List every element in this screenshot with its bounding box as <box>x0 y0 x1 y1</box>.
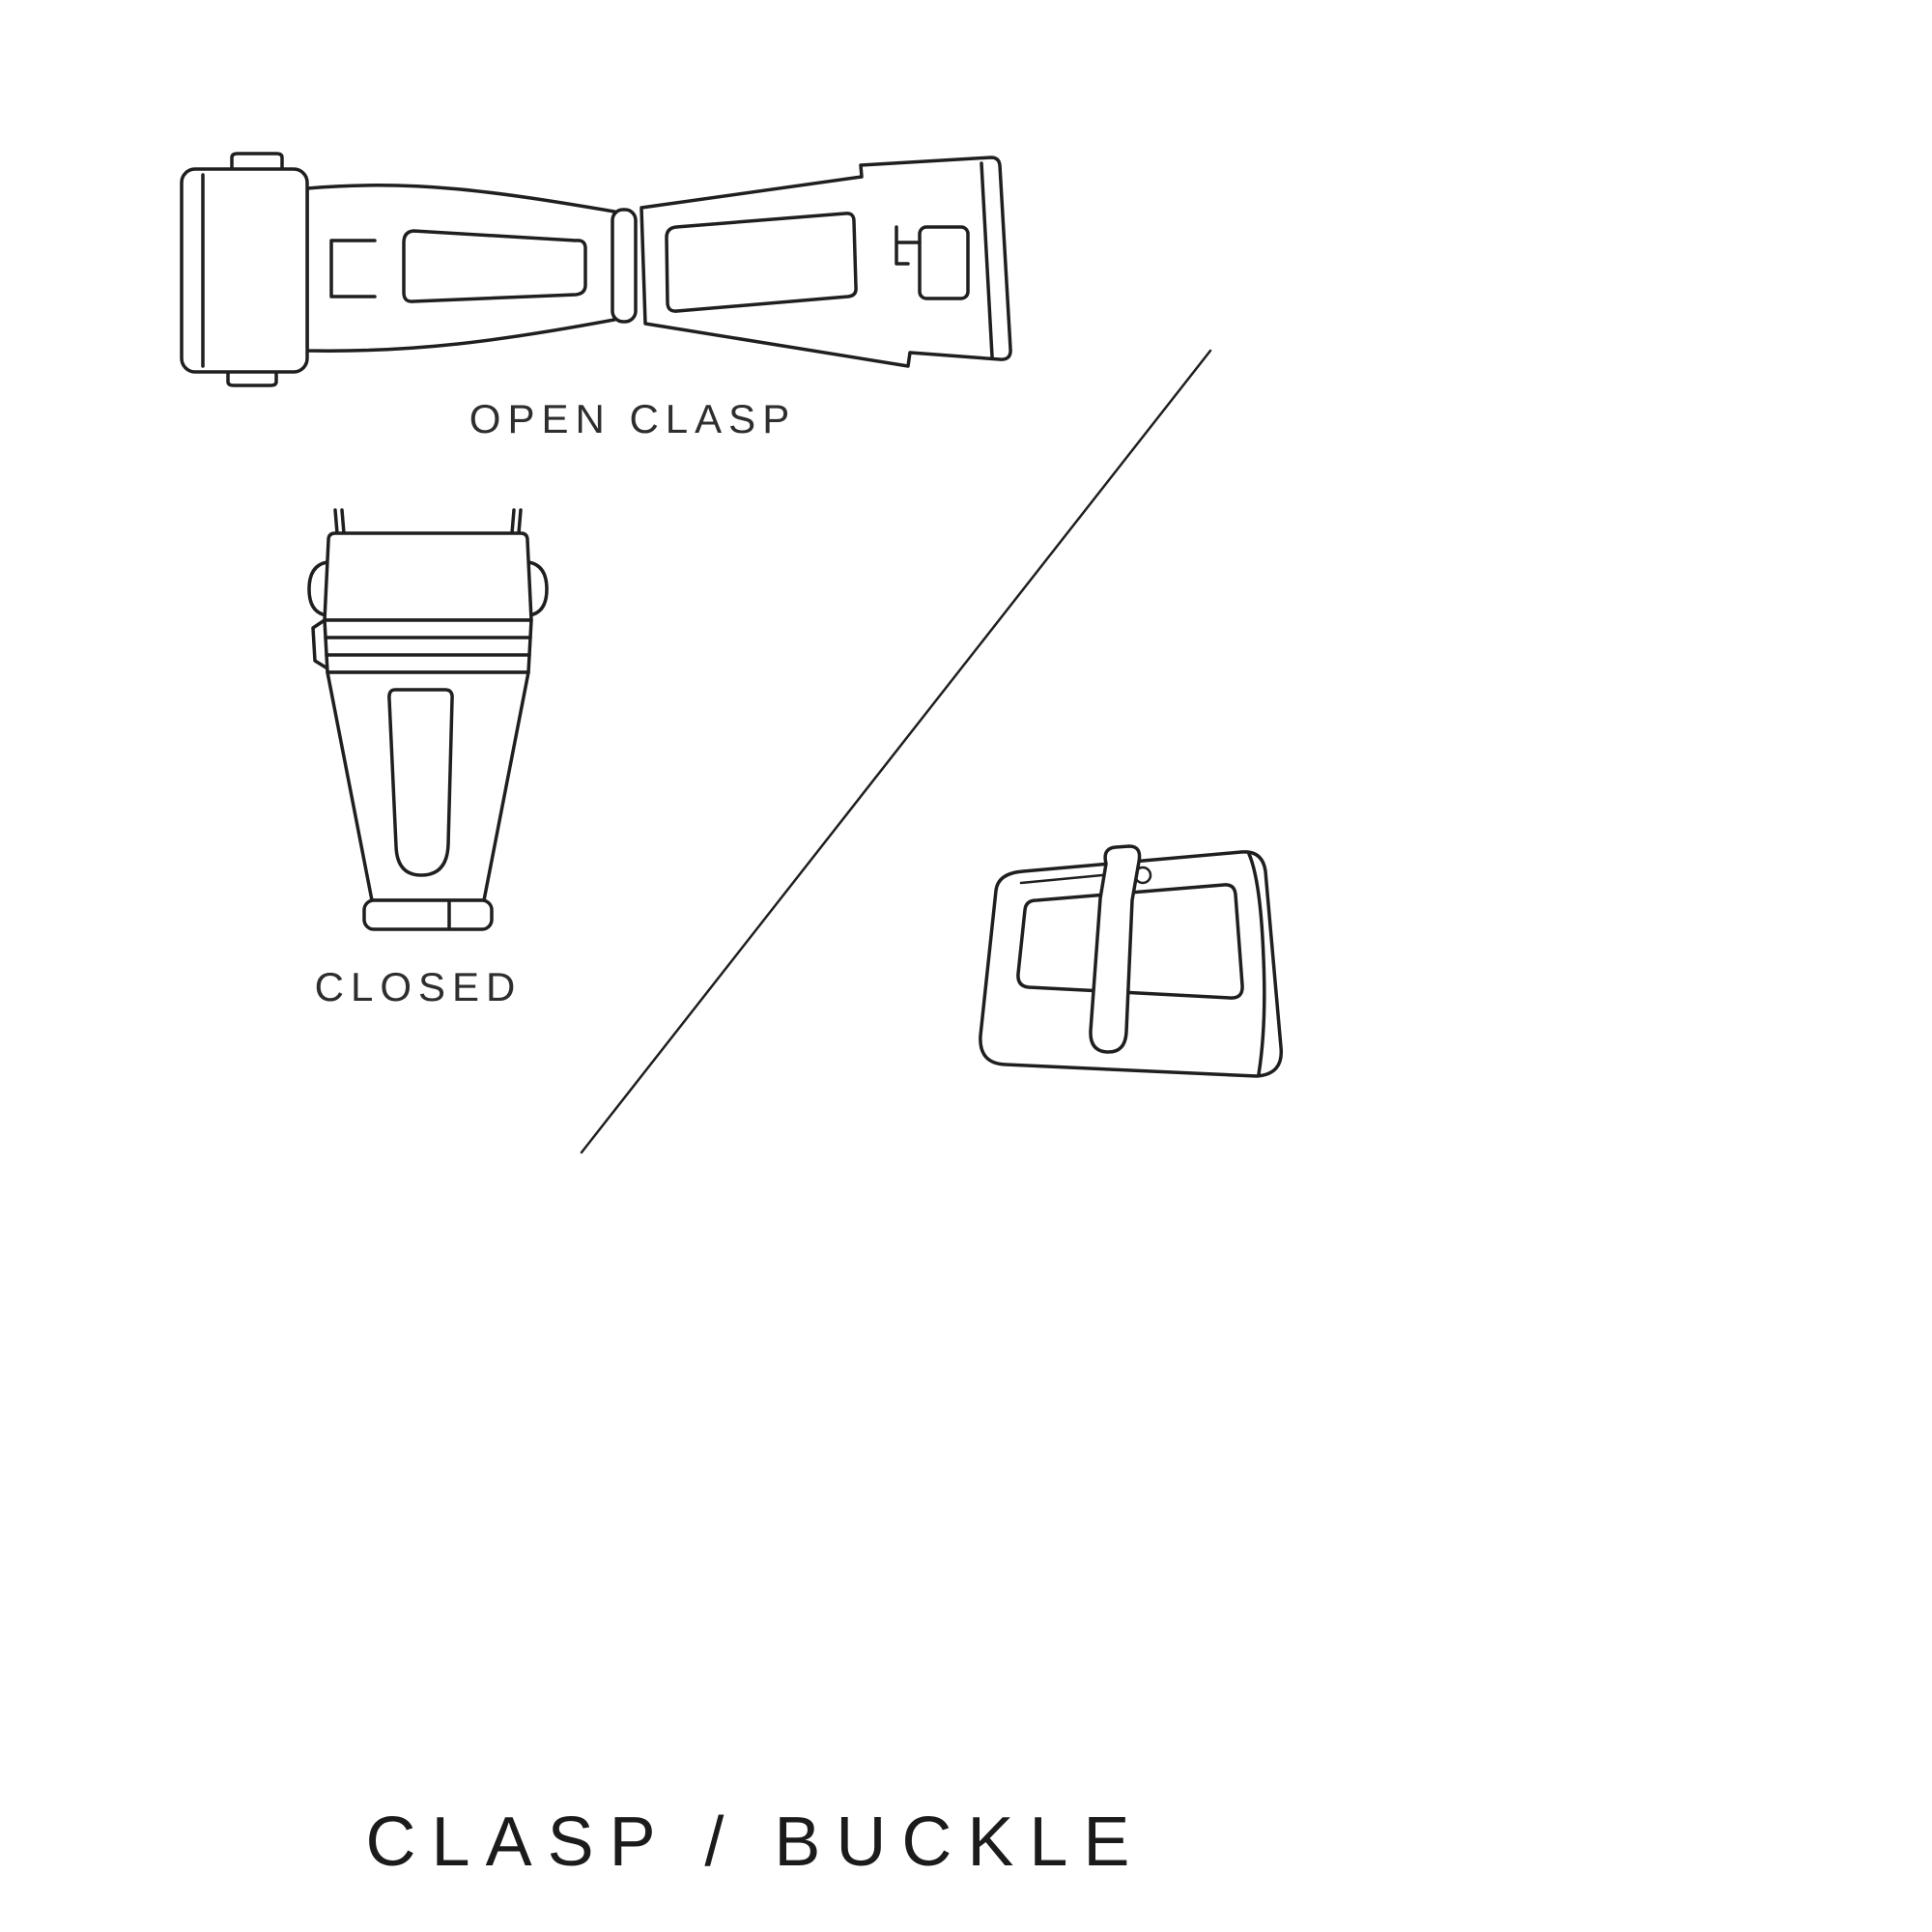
buckle-illustration <box>979 844 1284 1078</box>
diagonal-divider-line <box>580 349 1212 1154</box>
open-clasp-illustration <box>180 152 1012 387</box>
page-title: CLASP / BUCKLE <box>365 1804 1146 1881</box>
open-clasp-label: OPEN CLASP <box>469 396 797 441</box>
closed-clasp-label: CLOSED <box>314 964 523 1009</box>
closed-clasp-illustration <box>307 508 549 931</box>
